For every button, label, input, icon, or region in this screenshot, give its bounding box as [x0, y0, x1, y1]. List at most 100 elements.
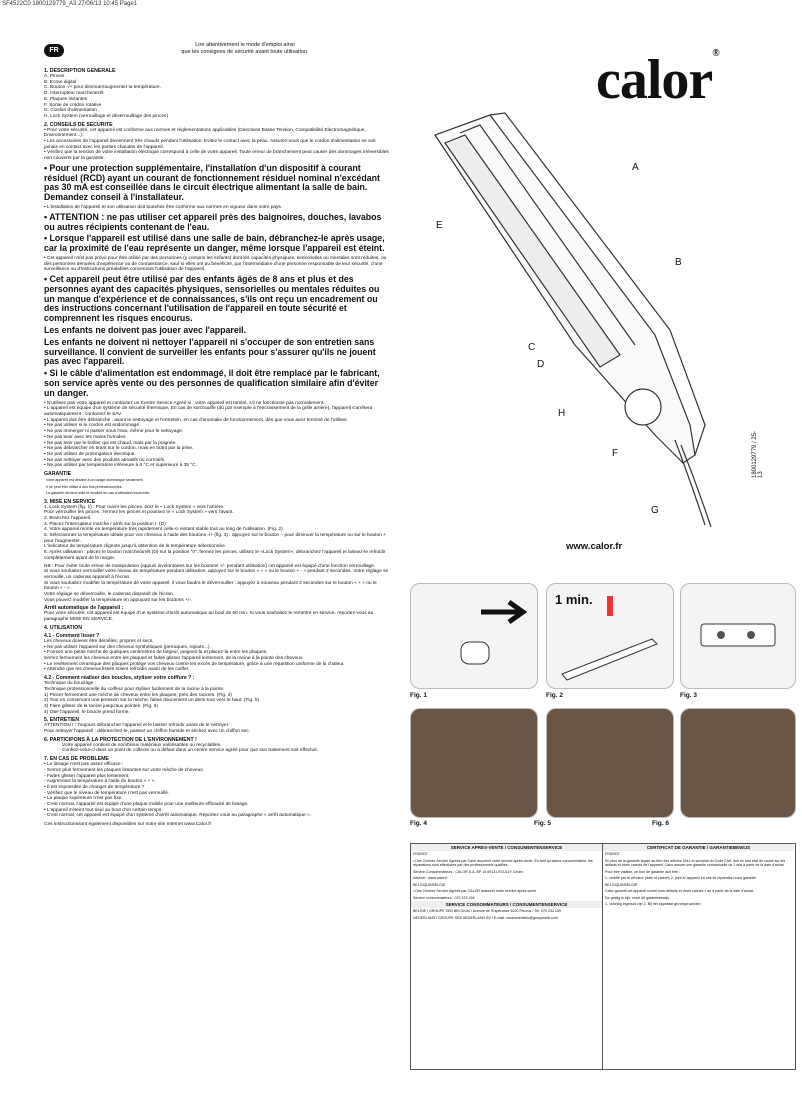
text-line: • L'appareil est équipé d'un système de …: [44, 406, 373, 417]
text-line: • Le lissage n'est pas assez efficace :: [44, 762, 124, 768]
text-line: • L'appareil doit être débranché : avant…: [44, 417, 348, 423]
curling-text: Technique du bouclage :Technique profess…: [44, 681, 390, 715]
text-line: Votre réglage se déverrouille, le cadena…: [44, 592, 174, 598]
text-line: G. Cordon d'alimentation: [44, 108, 97, 114]
safety-warning: • Pour une protection supplémentaire, l'…: [44, 162, 380, 203]
text-line: Serrez fermement les cheveux entre les p…: [44, 656, 304, 661]
text-line: B. Ecran digital: [44, 79, 77, 85]
text-line: - C'est normal, l'appareil est équipé d'…: [44, 802, 249, 808]
text-line: E. Plaques lissantes: [44, 96, 88, 102]
text-line: • L'appareil s'éteint tout seul au bout …: [44, 807, 164, 813]
safety-warning: • ATTENTION : ne pas utiliser cet appare…: [44, 211, 382, 232]
text-line: Pour nettoyer l'appareil : débranchez-le…: [44, 729, 251, 735]
text-line: 6. Après utilisation : placez le bouton …: [44, 550, 386, 561]
website-url[interactable]: www.calor.fr: [566, 541, 623, 552]
straightener-illustration: [434, 112, 712, 528]
figure-caption: Fig. 1: [410, 692, 427, 699]
safety-warning: Les enfants ne doivent pas jouer avec l'…: [44, 325, 247, 336]
subsection-title: 4.2 - Comment réaliser des boucles, styl…: [44, 675, 195, 682]
section-title: 6. PARTICIPONS À LA PROTECTION DE L'ENVI…: [44, 736, 197, 743]
text-line: ATTENTION ! : Toujours débrancher l'appa…: [44, 723, 230, 729]
text-line: FRANCE: [605, 852, 620, 856]
section-title: 5. ENTRETIEN: [44, 717, 80, 724]
text-line: • Ne pas utiliser l'appareil sur des che…: [44, 644, 211, 650]
figure-caption: Fig. 3: [680, 692, 697, 699]
section-title: Arrêt automatique de l'appareil :: [44, 605, 124, 612]
section-title: 2. CONSEILS DE SECURITE: [44, 121, 113, 128]
text-line: BELGIQUE/BELGIE: [413, 882, 446, 887]
text-line: • N'utilisez pas votre appareil et conta…: [44, 400, 325, 406]
recycle-text: Votre appareil contient de nombreux maté…: [62, 742, 222, 748]
text-line: 5. Sélectionnez la température idéale po…: [44, 533, 386, 544]
print-header: SF4522C0 1800129779_A3 27/06/13 10:45 Pa…: [2, 1, 138, 7]
part-label-d: D: [537, 359, 545, 370]
figure-caption: Fig. 5: [534, 820, 551, 827]
safety-warning: • Lorsque l'appareil est utilisé dans un…: [44, 233, 385, 254]
service-contacts: BELGIË / GROUPE SEB BELGIUM / Avenue de …: [411, 908, 602, 921]
text-line: • Les accessoires de l'appareil devienne…: [44, 139, 376, 150]
text-line: • Ne pas nettoyer avec des produits abra…: [44, 457, 166, 463]
figure-4: [410, 708, 538, 818]
text-line: C. Bouton -/+ pour diminuer/augmenter la…: [44, 85, 161, 91]
text-line: Votre appareil est destiné à un usage do…: [46, 478, 144, 483]
text-line: Si vous souhaitez verrouiller votre nive…: [44, 569, 389, 580]
text-line: • Le revêtement céramique des plaques pr…: [44, 661, 345, 667]
text-line: • Ne pas utiliser si le cordon est endom…: [44, 423, 141, 429]
safety-small: • Pour votre sécurité, cet appareil est …: [44, 128, 390, 162]
text-line: 2) Tout en conservant une pression sur l…: [44, 698, 260, 704]
cleaning-text: ATTENTION ! : Toujours débrancher l'appa…: [44, 723, 390, 734]
figure-3: [680, 583, 796, 689]
text-line: • Des Centres Service Agréés par Calor a…: [413, 858, 593, 868]
text-line: H. Lock System (verrouillage et déverrou…: [44, 113, 168, 119]
safety-warning: • Si le câble d'alimentation est endomma…: [44, 368, 380, 398]
section-title: 1. DESCRIPTION GENERALE: [44, 68, 116, 74]
recycle-text: Confiez-celui-ci dans un point de collec…: [62, 748, 319, 754]
text-line: 1- certifié par le vendeur (date et cach…: [605, 876, 757, 880]
text-line: • Ne pas utiliser par température inféri…: [44, 463, 197, 469]
safety-warning: • Cet appareil peut être utilisé par des…: [44, 274, 380, 324]
section-title: 7. EN CAS DE PROBLEME: [44, 756, 109, 763]
text-line: NEDERLAND / GROUPE SEB NEDERLAND BV / E-…: [413, 915, 558, 920]
figure-2: 1 min.: [546, 583, 674, 689]
text-line: • Attendre que les cheveux lissés soient…: [44, 667, 190, 673]
text-line: 2. Branchez l'appareil.: [44, 515, 92, 521]
text-line: Vous pouvez modifier la température en a…: [44, 597, 193, 603]
text-line: • Ne pas débrancher en tirant sur le cor…: [44, 446, 194, 452]
text-line: - Augmentez la température à l'aide du b…: [44, 779, 156, 785]
part-label-a: A: [632, 162, 639, 173]
text-line: D. Interrupteur marche/arrêt: [44, 91, 104, 97]
text-line: NB : Pour éviter toute erreur de manipul…: [44, 563, 376, 569]
text-line: 1. Lock System (fig. 1) : Pour ouvrir le…: [44, 504, 225, 510]
safety-warning: Les enfants ne doivent ni nettoyer l'app…: [44, 336, 376, 367]
language-badge: FR: [44, 44, 64, 57]
text-line: 3. Placez l'interrupteur marche / arrêt …: [44, 521, 166, 527]
text-line: - Vérifiez que le niveau de température …: [44, 790, 170, 796]
safety-note: • Cet appareil n'est pas prévu pour être…: [44, 255, 387, 273]
figure-6: [680, 708, 796, 818]
text-line: Pour votre sécurité, cet appareil est éq…: [44, 611, 374, 623]
text-line: - Faites glisser l'appareil plus lenteme…: [44, 773, 130, 779]
text-line: • Pour votre sécurité, cet appareil est …: [44, 127, 366, 139]
text-line: Si vous souhaitez modifier la températur…: [44, 580, 377, 592]
text-line: 1) Pincer fermement une mèche de cheveux…: [44, 692, 232, 698]
section-title: 3. MISE EN SERVICE: [44, 498, 96, 505]
smoothing-text: Les cheveux doivent être démêlés, propre…: [44, 639, 390, 673]
part-label-g: G: [651, 505, 659, 516]
text-line: • Ne pas immerger ni passer sous l'eau, …: [44, 429, 184, 435]
text-line: FRANCE: [413, 852, 428, 856]
figure-caption: Fig. 6: [652, 820, 669, 827]
service-column: SERVICE APRES-VENTE / CONSUMENTENSERVICE…: [411, 844, 603, 1069]
safety-list: • N'utilisez pas votre appareil et conta…: [44, 401, 390, 469]
section-title: GARANTIE: [44, 471, 72, 478]
text-line: Technique du bouclage :: [44, 681, 97, 687]
figure-5: [546, 708, 674, 818]
text-line: Internet : www.calor.fr: [413, 876, 448, 880]
text-line: L'indicateur de température clignote jus…: [44, 544, 227, 550]
text-line: La garantie devient nulle et invalide en…: [46, 491, 151, 496]
part-label-b: B: [675, 257, 682, 268]
text-line: Les cheveux doivent être démêlés, propre…: [44, 638, 154, 644]
text-line: • Des Centres Service Agréés par CALOR a…: [413, 889, 538, 893]
text-line: - Serrez plus fermement les plaques liss…: [44, 767, 204, 773]
